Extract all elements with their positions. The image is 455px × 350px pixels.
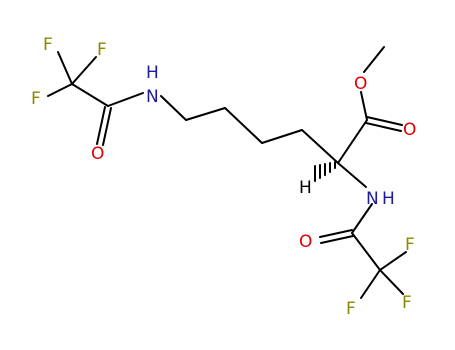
bond-cf3-carbonyl [71, 83, 109, 107]
hydrogen-atom-top-nh: H [146, 63, 159, 83]
fluorine-atom-1: F [43, 35, 53, 55]
nitrogen-atom-bottom: N [366, 189, 379, 209]
bond-cf3b-f2 [379, 269, 404, 295]
fluorine-atom-2: F [97, 40, 107, 60]
bond-osingle-methyl [363, 46, 385, 73]
bond-cester-osingle [360, 91, 368, 121]
oxygen-atom-ester-double: O [403, 120, 416, 140]
fluorine-atom-5: F [402, 293, 412, 313]
bond-ca-cester [337, 119, 368, 164]
hashed-wedge-bond [314, 161, 336, 182]
fluorine-atom-3: F [31, 89, 41, 109]
bond-cf3b-f1 [379, 251, 407, 271]
bond-carbonyl2-o-a [319, 229, 353, 238]
bond-c1-c2 [185, 107, 226, 121]
oxygen-atom-amide-bottom: O [299, 232, 312, 252]
fluorine-atom-4: F [405, 235, 415, 255]
oxygen-atom-ester-single: O [354, 74, 367, 94]
atom-labels: F F F O N H O O H N H O F F F [31, 35, 416, 319]
hydrogen-atom-stereo: H [299, 178, 312, 198]
bond-carbonyl-o-b [102, 107, 112, 146]
bond-n-carbonyl2 [351, 203, 373, 234]
nitrogen-atom-top: N [146, 87, 159, 107]
bond-cf3-f3 [47, 83, 73, 97]
bond-n-c1 [160, 95, 187, 121]
bond-cester-odouble-b [365, 122, 402, 132]
fluorine-atom-6: F [346, 299, 356, 319]
bond-c3-c4 [261, 129, 303, 144]
bond-carbonyl2-o-b [320, 235, 354, 244]
bond-c4-ca [301, 129, 339, 164]
bond-cf3b-f3 [360, 269, 381, 299]
bond-cf3-f2 [71, 56, 97, 85]
bond-carbonyl2-cf3 [351, 232, 381, 271]
bond-ca-n [337, 162, 367, 188]
bonds [47, 46, 407, 299]
bond-cester-odouble-a [366, 116, 403, 126]
bond-carbonyl-o-a [96, 106, 106, 145]
bond-carbonyl-n [107, 92, 144, 107]
bond-c2-c3 [224, 107, 263, 144]
bond-cf3-f1 [57, 51, 73, 85]
oxygen-atom-amide-top: O [91, 144, 104, 164]
hydrogen-atom-bottom-nh: H [382, 189, 395, 209]
